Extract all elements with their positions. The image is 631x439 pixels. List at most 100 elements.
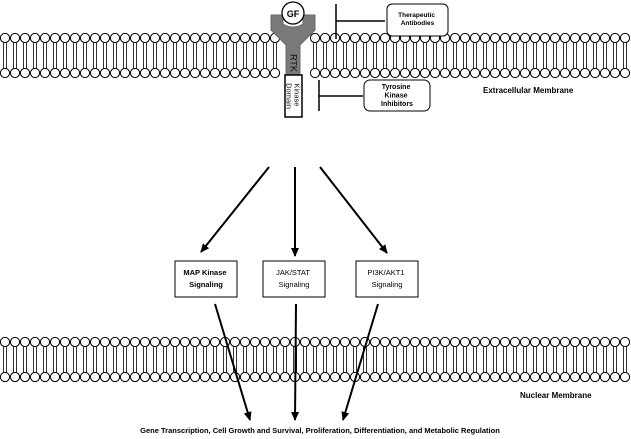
phospholipid-head: [389, 336, 401, 348]
phospholipid-head: [519, 371, 531, 383]
phospholipid-head: [519, 32, 531, 44]
phospholipid-head: [49, 336, 61, 348]
phospholipid-head: [549, 336, 561, 348]
phospholipid-head: [449, 371, 461, 383]
phospholipid-head: [479, 67, 491, 79]
phospholipid-head: [309, 32, 321, 44]
phospholipid-head: [439, 336, 451, 348]
pi3k-akt1-label: PI3K/AKT1 Signaling: [367, 268, 406, 289]
phospholipid-head: [169, 336, 181, 348]
phospholipid-head: [429, 67, 441, 79]
phospholipid-head: [489, 67, 501, 79]
phospholipid-head: [319, 371, 331, 383]
kinase-domain-box: [284, 74, 303, 118]
pi3k-akt1-line-1: PI3K/AKT1: [367, 268, 404, 277]
phospholipid-head: [309, 67, 321, 79]
phospholipid-head: [449, 336, 461, 348]
phospholipid-head: [259, 67, 271, 79]
phospholipid-head: [109, 67, 121, 79]
phospholipid-head: [299, 371, 311, 383]
rtk-receptor: RTK Kinase Domain: [270, 14, 316, 118]
phospholipid-head: [119, 371, 131, 383]
jak-stat-line-2: Signaling: [279, 280, 310, 289]
antibodies-box: [386, 3, 449, 37]
tki-line-1: Tyrosine: [382, 84, 411, 91]
phospholipid-head: [319, 336, 331, 348]
phospholipid-head: [319, 67, 331, 79]
phospholipid-head: [439, 67, 451, 79]
phospholipid-head: [269, 67, 281, 79]
jak-stat-box: [262, 260, 326, 298]
phospholipid-head: [19, 67, 31, 79]
tki-box: [363, 79, 431, 112]
phospholipid-head: [199, 32, 211, 44]
phospholipid-head: [9, 371, 21, 383]
pathway-map-kinase: MAP Kinase Signaling: [174, 260, 238, 298]
phospholipid-head: [419, 336, 431, 348]
arrow-to-map-kinase: [200, 166, 270, 253]
phospholipid-head: [249, 67, 261, 79]
phospholipid-head: [369, 336, 381, 348]
jak-stat-line-1: JAK/STAT: [276, 268, 310, 277]
arrow-jak-stat-to-nucleus: [291, 303, 300, 421]
phospholipid-head: [109, 371, 121, 383]
phospholipid-head: [579, 336, 591, 348]
extracellular-membrane-label: Extracellular Membrane: [483, 86, 574, 95]
nuclear-membrane-bilayer: [0, 336, 631, 383]
pi3k-akt1-line-2: Signaling: [372, 280, 403, 289]
phospholipid-head: [59, 32, 71, 44]
phospholipid-head: [199, 371, 211, 383]
phospholipid-head: [429, 336, 441, 348]
phospholipid-head: [399, 67, 411, 79]
phospholipid-head: [399, 371, 411, 383]
phospholipid-head: [379, 336, 391, 348]
pi3k-akt1-box: [355, 260, 419, 298]
phospholipid-head: [619, 32, 631, 44]
phospholipid-head: [529, 336, 541, 348]
phospholipid-head: [0, 336, 11, 348]
phospholipid-head: [369, 67, 381, 79]
phospholipid-head: [369, 32, 381, 44]
map-kinase-line-2: Signaling: [189, 280, 223, 289]
phospholipid-head: [459, 336, 471, 348]
phospholipid-head: [509, 336, 521, 348]
jak-stat-label: JAK/STAT Signaling: [276, 268, 312, 289]
phospholipid-head: [549, 32, 561, 44]
phospholipid-head: [469, 336, 481, 348]
phospholipid-head: [179, 67, 191, 79]
phospholipid-head: [619, 371, 631, 383]
phospholipid-head: [499, 67, 511, 79]
phospholipid-head: [519, 336, 531, 348]
phospholipid-head: [219, 67, 231, 79]
phospholipid-head: [159, 371, 171, 383]
phospholipid-head: [159, 32, 171, 44]
phospholipid-head: [99, 32, 111, 44]
extracellular-membrane-bilayer: [0, 32, 631, 79]
phospholipid-head: [69, 336, 81, 348]
phospholipid-head: [169, 371, 181, 383]
phospholipid-head: [239, 67, 251, 79]
phospholipid-head: [99, 336, 111, 348]
phospholipid-head: [549, 371, 561, 383]
phospholipid-head: [559, 67, 571, 79]
outcome-label: Gene Transcription, Cell Growth and Surv…: [140, 426, 500, 435]
therapeutic-antibodies-inhibitor: Therapeutic Antibodies: [335, 3, 449, 39]
phospholipid-head: [589, 67, 601, 79]
phospholipid-head: [199, 67, 211, 79]
phospholipid-head: [609, 336, 621, 348]
phospholipid-head: [279, 371, 291, 383]
pathway-pi3k-akt1: PI3K/AKT1 Signaling: [355, 260, 419, 298]
phospholipid-head: [469, 67, 481, 79]
phospholipid-head: [449, 32, 461, 44]
phospholipid-head: [399, 336, 411, 348]
tyrosine-kinase-inhibitors: Tyrosine Kinase Inhibitors: [318, 79, 431, 112]
phospholipid-head: [209, 32, 221, 44]
tki-line-3: Inhibitors: [381, 101, 413, 108]
phospholipid-head: [459, 67, 471, 79]
phospholipid-head: [219, 32, 231, 44]
kinase-domain-line-1: Kinase: [293, 83, 302, 106]
phospholipid-head: [479, 336, 491, 348]
phospholipid-head: [589, 336, 601, 348]
phospholipid-head: [559, 371, 571, 383]
phospholipid-head: [129, 336, 141, 348]
